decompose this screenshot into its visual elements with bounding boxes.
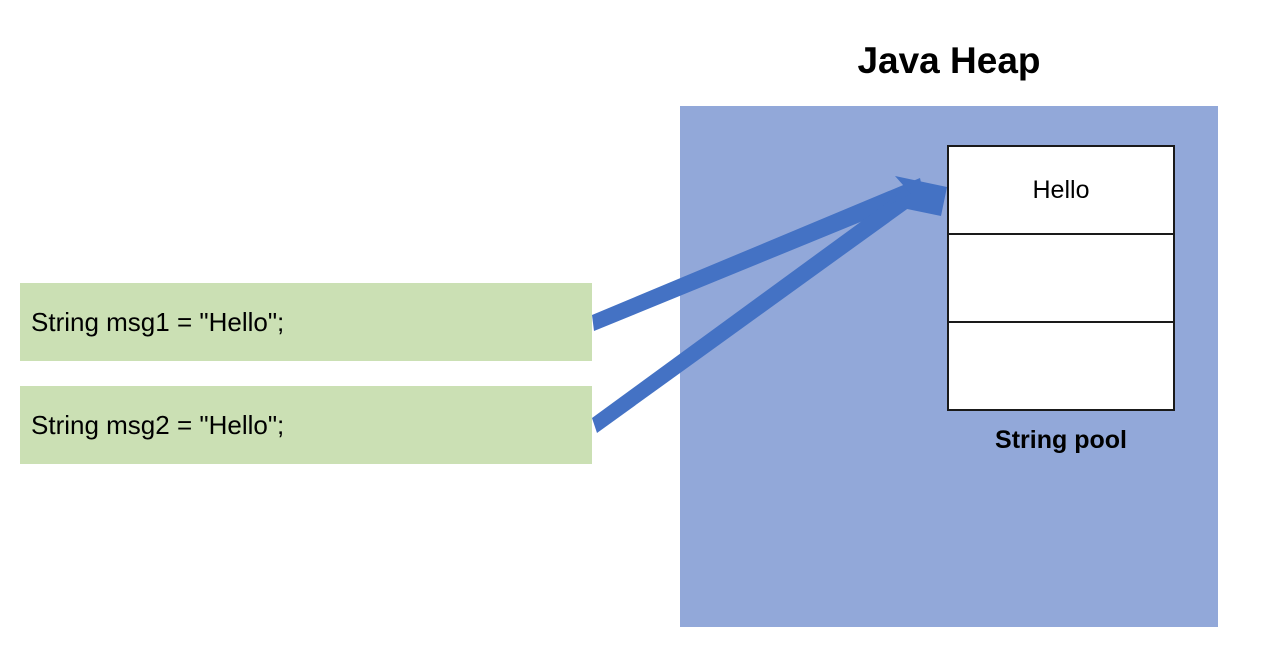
string-pool-table: Hello	[947, 145, 1175, 411]
code-statement-box-msg1: String msg1 = "Hello";	[20, 283, 592, 361]
code-statement-box-msg2: String msg2 = "Hello";	[20, 386, 592, 464]
string-pool-caption: String pool	[995, 426, 1127, 454]
code-statement-text: String msg2 = "Hello";	[31, 409, 285, 440]
string-pool-cell-value: Hello	[1032, 175, 1090, 204]
java-heap-title: Java Heap	[857, 40, 1041, 81]
string-pool-row	[949, 323, 1173, 409]
string-pool-row	[949, 235, 1173, 323]
string-pool-row: Hello	[949, 147, 1173, 235]
code-statement-text: String msg1 = "Hello";	[31, 306, 285, 337]
